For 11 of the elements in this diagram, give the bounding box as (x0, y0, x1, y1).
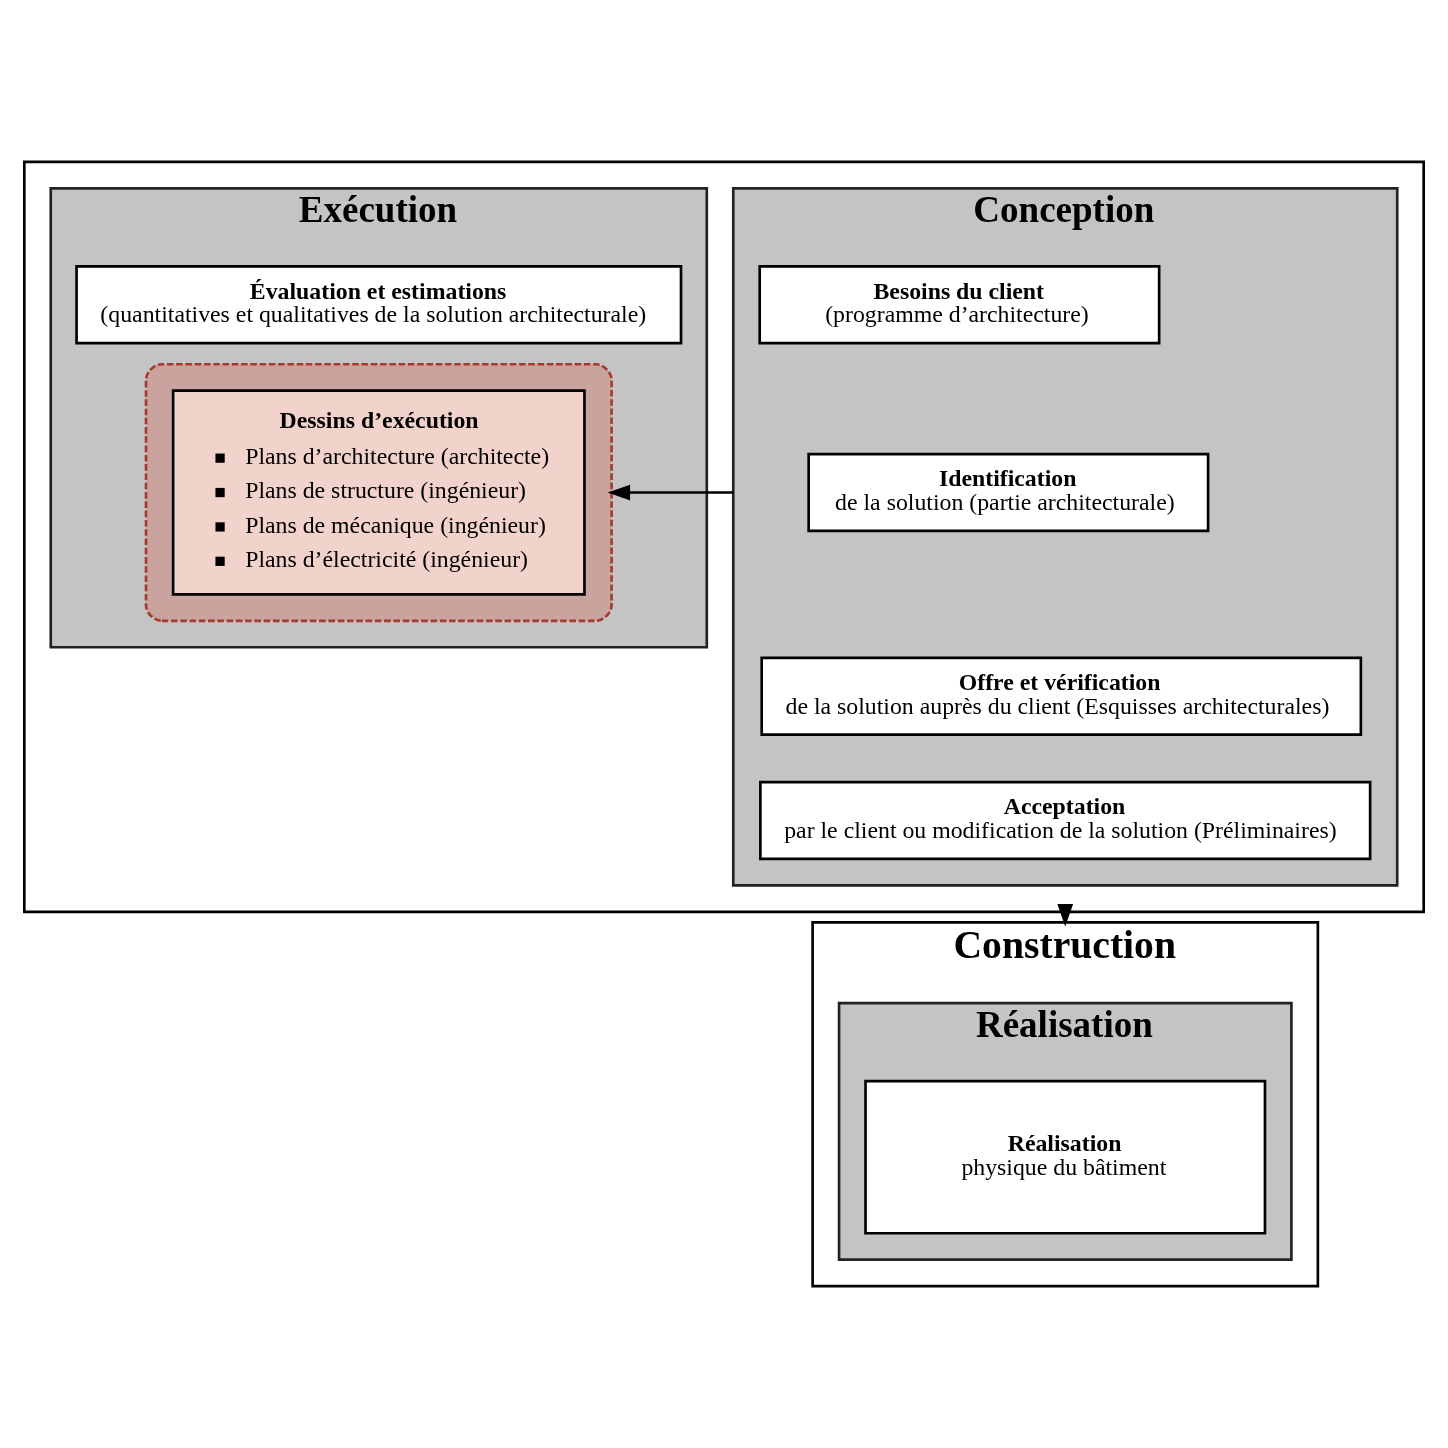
node-box: Identification de la solution (partie architecturale) (807, 452, 1210, 533)
node-box: Besoins du client (programme d’architecture) (758, 265, 1161, 345)
node-box: Dessins d’exécution Plans d’architecture (architecte) Plans de structure (ingénieur) Plans de mécanique (ingénieur) Plans d’électricité (ingénieur) (171, 389, 586, 596)
arrow (1057, 903, 1074, 927)
node-box: Offre et vérification de la solution auprès du client (Esquisses architecturales) (760, 656, 1363, 736)
node-box: Acceptation par le client ou modification de la solution (Préliminaires) (759, 780, 1372, 861)
node-box: Réalisation physique du bâtiment (864, 1079, 1267, 1235)
cluster (23, 160, 1425, 914)
arrow (607, 484, 734, 501)
node-box: Évaluation et estimations (quantitatives et qualitatives de la solution architecturale) (75, 265, 683, 345)
cluster (144, 362, 613, 623)
